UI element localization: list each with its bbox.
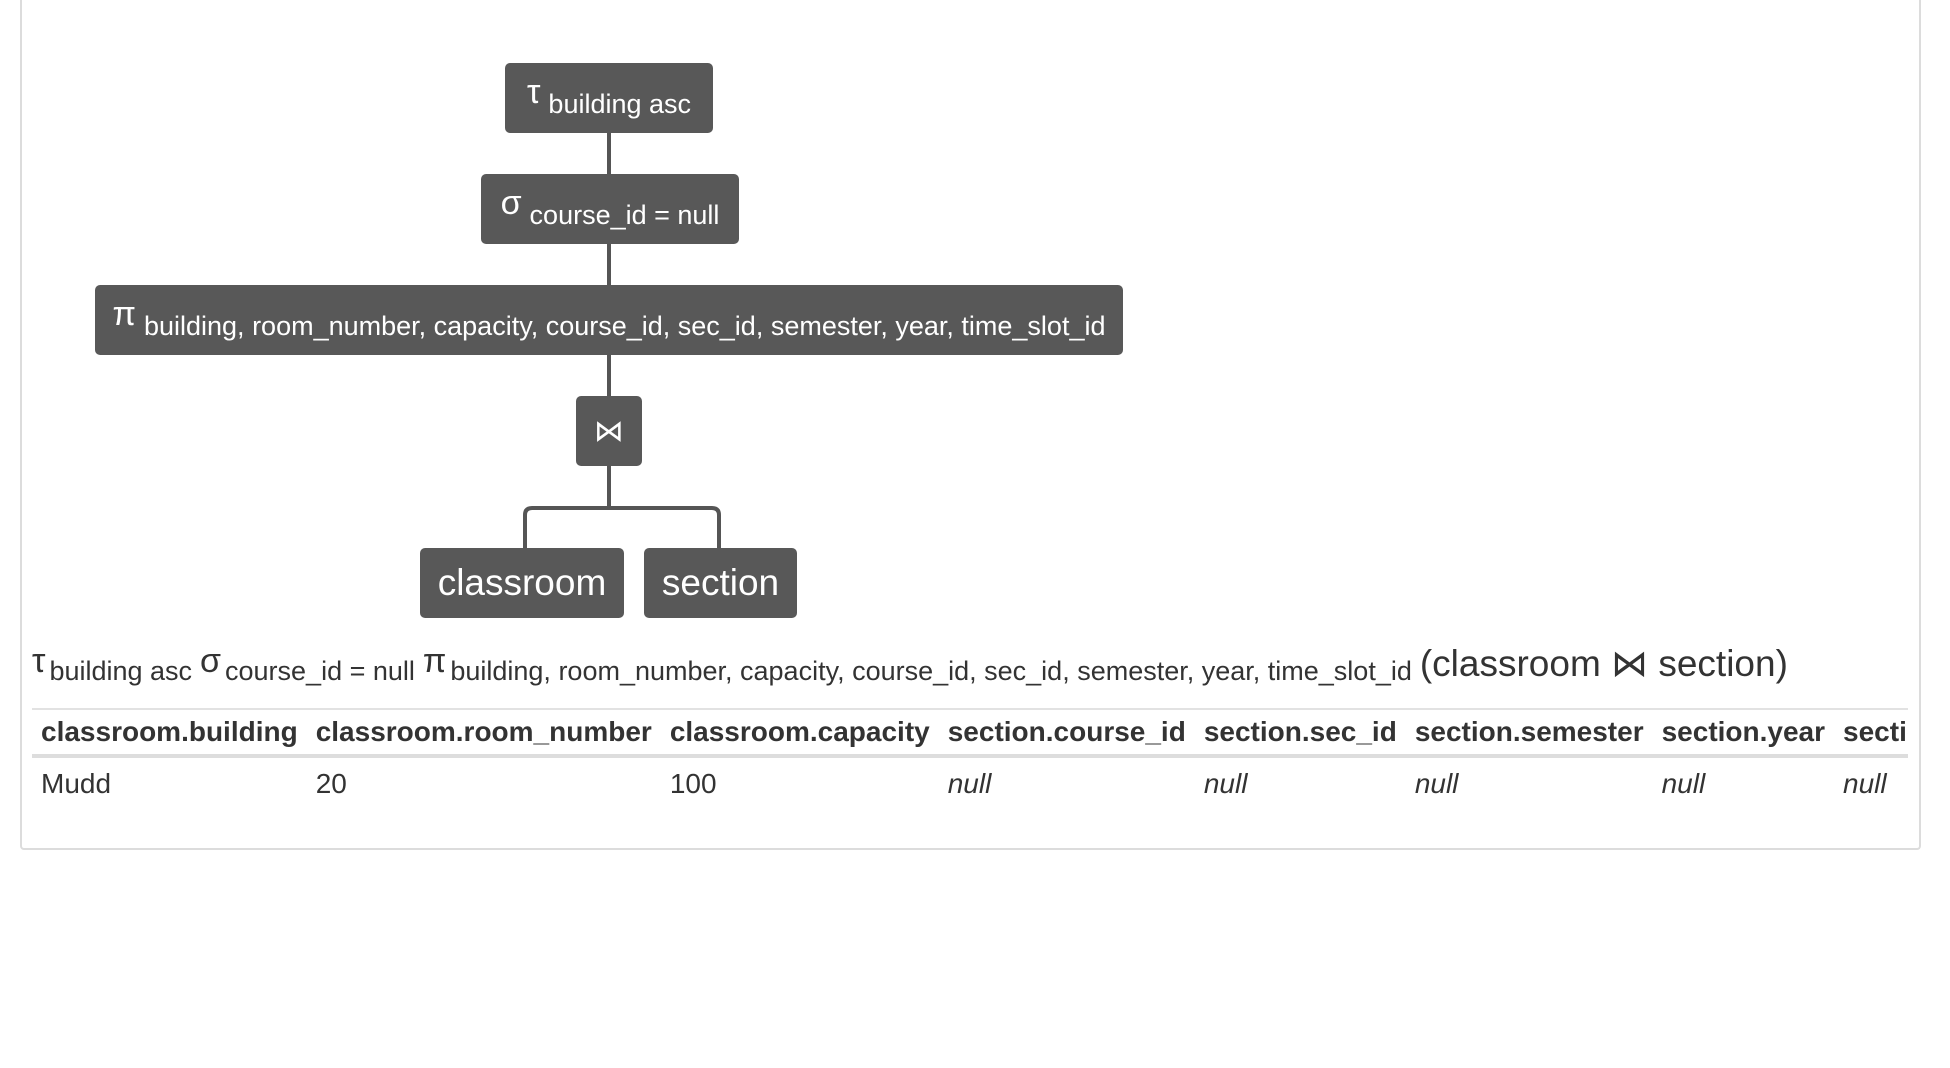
table-cell-null: null <box>1661 768 1706 799</box>
expr-sort-op: τ <box>32 642 46 680</box>
expr-select-op: σ <box>200 642 222 680</box>
column-header[interactable]: section.year <box>1652 708 1835 758</box>
expr-select-sub: course_id = null <box>225 656 415 686</box>
leaf-classroom-label: classroom <box>437 562 607 603</box>
tau-operator: τ <box>526 72 541 111</box>
table-cell-null: null <box>1843 768 1887 799</box>
column-header[interactable]: section.semester <box>1405 708 1653 758</box>
expr-relation: (classroom ⋈ section) <box>1419 643 1788 684</box>
project-node[interactable]: π building, room_number, capacity, cours… <box>95 285 1123 355</box>
sort-node-subscript: building asc <box>548 88 692 119</box>
result-table-container[interactable]: classroom.building classroom.room_number… <box>32 708 1908 808</box>
expr-project-op: π <box>422 642 447 680</box>
table-cell: Mudd <box>41 768 112 799</box>
table-row: Mudd 20 100 null null null null null <box>32 756 1908 808</box>
leaf-classroom[interactable]: classroom <box>420 548 624 618</box>
column-header[interactable]: section.time_slot_id <box>1834 708 1908 758</box>
connector-join-children <box>523 506 721 548</box>
table-header-row: classroom.building classroom.room_number… <box>32 708 1908 758</box>
leaf-section[interactable]: section <box>644 548 797 618</box>
column-header[interactable]: section.sec_id <box>1194 708 1406 758</box>
select-node-subscript: course_id = null <box>529 199 720 230</box>
join-operator: ⋈ <box>594 414 624 448</box>
table-cell: 20 <box>315 768 347 799</box>
project-node-subscript: building, room_number, capacity, course_… <box>143 310 1106 341</box>
result-table: classroom.building classroom.room_number… <box>32 708 1908 808</box>
table-cell-null: null <box>1203 768 1248 799</box>
sort-node[interactable]: τ building asc <box>505 63 713 133</box>
expr-project-sub: building, room_number, capacity, course_… <box>450 656 1412 686</box>
operator-tree: τ building asc σ course_id = null π buil… <box>95 63 1123 618</box>
pi-operator: π <box>112 294 136 333</box>
expr-sort-sub: building asc <box>49 656 193 686</box>
join-node[interactable]: ⋈ <box>576 396 642 466</box>
column-header[interactable]: classroom.capacity <box>660 708 939 758</box>
leaf-section-label: section <box>661 562 780 603</box>
table-cell-null: null <box>1414 768 1459 799</box>
column-header[interactable]: section.course_id <box>938 708 1195 758</box>
column-header[interactable]: classroom.building <box>32 708 307 758</box>
tree-connectors <box>523 132 721 548</box>
select-node[interactable]: σ course_id = null <box>481 174 739 244</box>
table-cell-null: null <box>947 768 992 799</box>
column-header[interactable]: classroom.room_number <box>306 708 661 758</box>
sigma-operator: σ <box>500 183 522 222</box>
table-cell: 100 <box>669 768 717 799</box>
